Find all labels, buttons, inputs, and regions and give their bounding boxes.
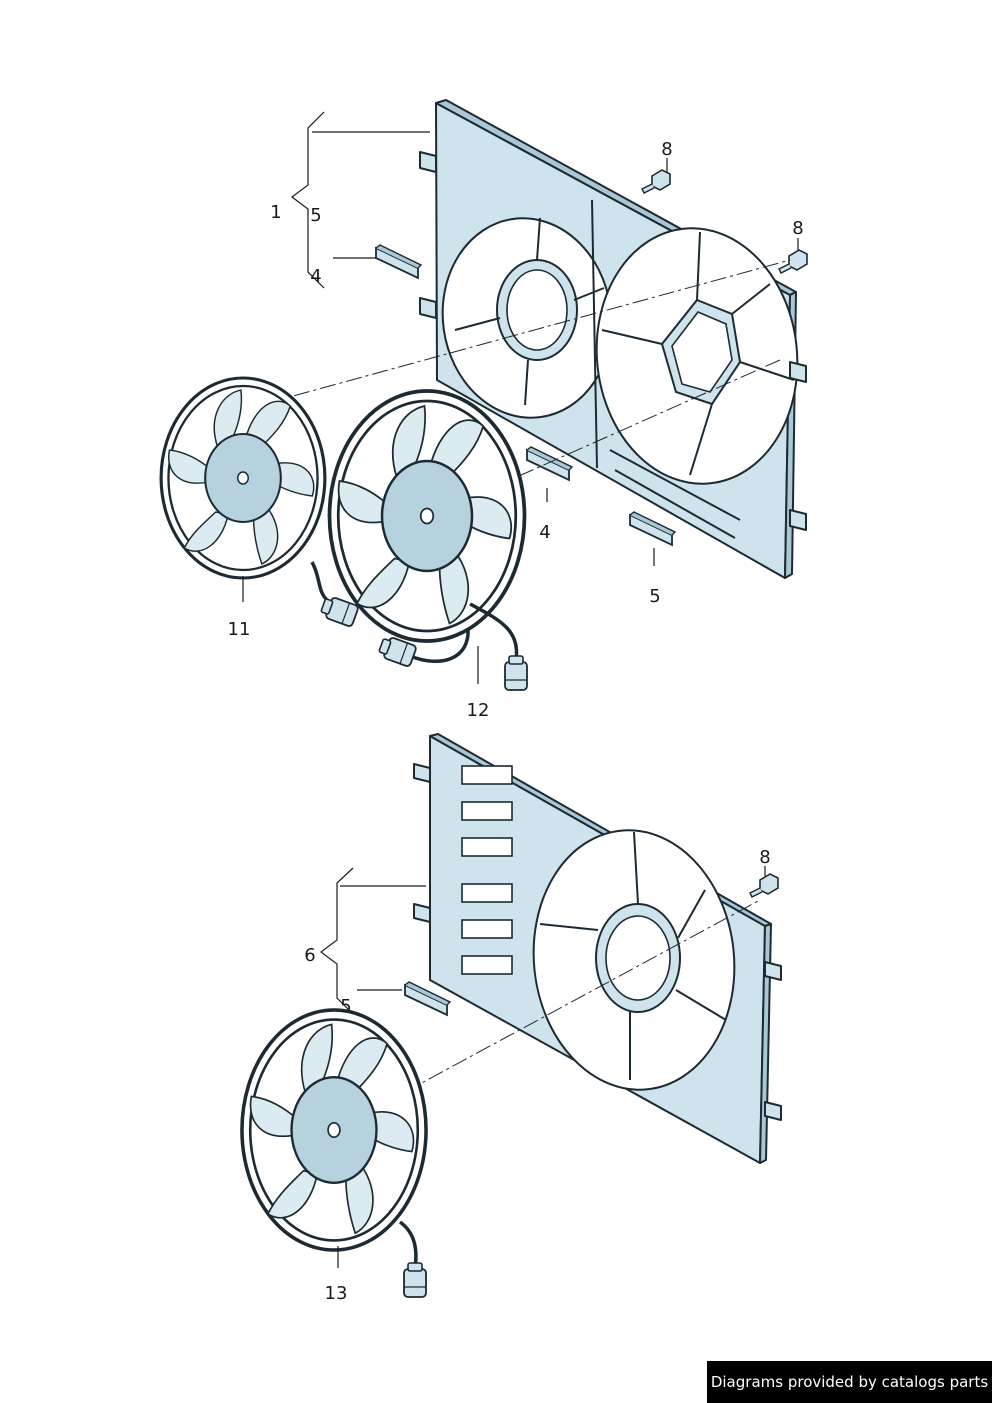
- callout-6: 6: [304, 945, 315, 966]
- credit-banner: Diagrams provided by catalogs parts: [707, 1361, 992, 1403]
- fan-13-connector: [403, 1262, 427, 1298]
- callout-5-lower: 5: [340, 996, 351, 1017]
- fan-12-wire-right: [469, 602, 519, 661]
- axis-line-upper: [241, 259, 791, 411]
- callout-11: 11: [228, 619, 251, 640]
- fan-11: [159, 376, 327, 580]
- callout-4-upper: 4: [310, 266, 321, 287]
- bolt-8-lower: [749, 873, 779, 898]
- fan-12: [327, 389, 527, 643]
- dual-fan-shroud: [419, 99, 807, 579]
- seal-strip-5: [629, 511, 676, 546]
- callout-8-lower: 8: [759, 847, 770, 868]
- fan-12-connector-right: [504, 655, 528, 691]
- axis-line-lower: [404, 899, 761, 1093]
- callout-5-strip: 5: [649, 586, 660, 607]
- fan-13-wire: [398, 1220, 418, 1269]
- callout-12: 12: [467, 700, 490, 721]
- fan-12-wire-left: [409, 627, 470, 664]
- single-fan-shroud: [413, 733, 782, 1164]
- fan-11-wire: [310, 561, 334, 606]
- callout-8-upper-b: 8: [792, 218, 803, 239]
- bolt-8-upper-a: [641, 169, 671, 194]
- callout-13: 13: [325, 1283, 348, 1304]
- seal-strip-4-upper: [375, 244, 422, 279]
- callout-4-lower: 4: [539, 522, 550, 543]
- fan-13: [240, 1008, 428, 1252]
- callout-5-bracket: 5: [310, 205, 321, 226]
- callout-1: 1: [270, 202, 281, 223]
- callout-8-upper-a: 8: [661, 139, 672, 160]
- leader-lines: [242, 111, 799, 1268]
